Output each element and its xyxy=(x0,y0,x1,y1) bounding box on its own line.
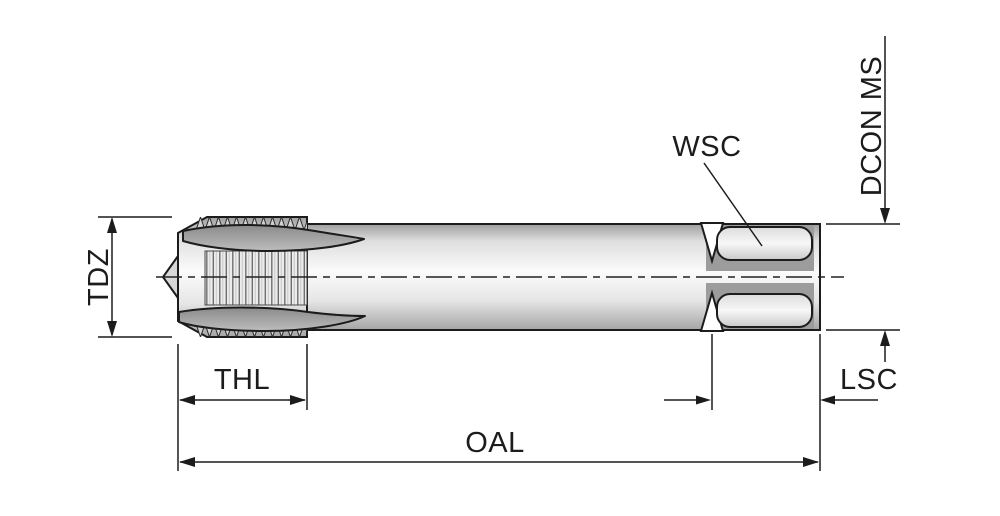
dimension-oal: OAL xyxy=(179,334,821,471)
arrow-left-icon xyxy=(179,457,195,467)
flute-top xyxy=(182,224,365,252)
tap-body xyxy=(156,216,844,338)
thread-section xyxy=(161,216,366,338)
wsc-leader-line xyxy=(703,162,763,247)
thread-core xyxy=(204,250,308,306)
arrow-up-icon xyxy=(107,217,117,233)
arrow-left-icon xyxy=(179,395,195,405)
square-drive xyxy=(699,222,814,332)
arrow-right-icon xyxy=(290,395,306,405)
wsc-label: WSC xyxy=(672,131,741,163)
dimension-lsc: LSC xyxy=(664,334,898,410)
dimension-wsc: WSC xyxy=(672,131,763,247)
oal-label: OAL xyxy=(465,427,525,459)
flute-bottom xyxy=(178,306,366,332)
square-flat-bottom xyxy=(716,293,813,328)
arrow-left-icon xyxy=(820,395,835,405)
tdz-label: TDZ xyxy=(83,248,115,306)
arrow-down-icon xyxy=(880,208,890,224)
dcon-ms-label: DCON MS xyxy=(856,56,888,196)
arrow-right-icon xyxy=(803,457,819,467)
dimension-tdz: TDZ xyxy=(83,216,172,338)
square-flat-top xyxy=(716,226,813,261)
thl-label: THL xyxy=(214,364,270,396)
arrow-right-icon xyxy=(696,395,711,405)
arrow-down-icon xyxy=(107,321,117,337)
lsc-label: LSC xyxy=(840,364,898,396)
dimension-thl: THL xyxy=(177,344,308,471)
dimension-dcon: DCON MS xyxy=(826,36,900,362)
arrow-up-icon xyxy=(880,330,890,346)
